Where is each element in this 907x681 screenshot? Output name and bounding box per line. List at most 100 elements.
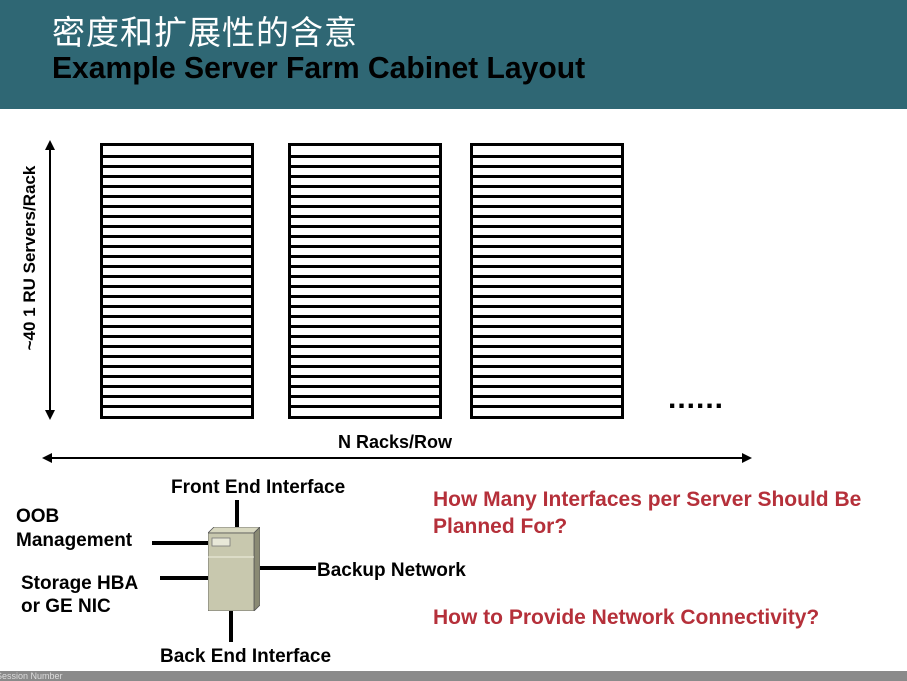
- rack-slot-divider: [103, 394, 251, 398]
- rack-2: [288, 143, 442, 419]
- rack-slot-divider: [103, 204, 251, 208]
- rack-slot-divider: [103, 364, 251, 368]
- rack-slot-divider: [473, 284, 621, 288]
- horizontal-arrow: [42, 453, 752, 463]
- rack-slot-divider: [473, 244, 621, 248]
- rack-slot-divider: [103, 244, 251, 248]
- rack-slot-divider: [291, 354, 439, 358]
- rack-slot-divider: [103, 234, 251, 238]
- oob-label-line1: OOB: [16, 506, 60, 527]
- rack-slot-divider: [103, 324, 251, 328]
- oob-link: [152, 541, 210, 545]
- front-link: [235, 500, 239, 530]
- rack-slot-divider: [473, 234, 621, 238]
- rack-slot-divider: [291, 284, 439, 288]
- question-interfaces: How Many Interfaces per Server Should Be…: [433, 488, 862, 538]
- rack-slot-divider: [473, 274, 621, 278]
- rack-slot-divider: [473, 344, 621, 348]
- rack-slot-divider: [473, 214, 621, 218]
- rack-slot-divider: [103, 344, 251, 348]
- rack-slot-divider: [103, 184, 251, 188]
- rack-slot-divider: [103, 154, 251, 158]
- rack-1: [100, 143, 254, 419]
- rack-slot-divider: [291, 324, 439, 328]
- rack-slot-divider: [291, 374, 439, 378]
- rack-slot-divider: [103, 194, 251, 198]
- title-english: Example Server Farm Cabinet Layout: [52, 50, 586, 85]
- rack-slot-divider: [103, 384, 251, 388]
- rack-slot-divider: [473, 224, 621, 228]
- rack-slot-divider: [291, 234, 439, 238]
- rack-slot-divider: [473, 154, 621, 158]
- rack-slot-divider: [473, 364, 621, 368]
- rack-slot-divider: [291, 314, 439, 318]
- rack-slot-divider: [103, 404, 251, 408]
- rack-slot-divider: [473, 194, 621, 198]
- rack-slot-divider: [291, 364, 439, 368]
- rack-slot-divider: [103, 254, 251, 258]
- rack-slot-divider: [473, 264, 621, 268]
- rack-slot-divider: [473, 334, 621, 338]
- racks-per-row-label: N Racks/Row: [338, 432, 453, 452]
- rack-slot-divider: [473, 374, 621, 378]
- storage-link: [160, 576, 210, 580]
- rack-slot-divider: [291, 294, 439, 298]
- rack-slot-divider: [473, 354, 621, 358]
- rack-slot-divider: [473, 164, 621, 168]
- rack-slot-divider: [103, 164, 251, 168]
- storage-label-line2: or GE NIC: [21, 596, 111, 617]
- rack-slot-divider: [473, 304, 621, 308]
- rack-slot-divider: [291, 404, 439, 408]
- rack-slot-divider: [103, 374, 251, 378]
- rack-slot-divider: [291, 274, 439, 278]
- rack-slot-divider: [473, 174, 621, 178]
- rack-slot-divider: [473, 384, 621, 388]
- rack-slot-divider: [103, 314, 251, 318]
- servers-per-rack-label: ~40 1 RU Servers/Rack: [20, 165, 39, 351]
- rack-slot-divider: [473, 394, 621, 398]
- session-number: Session Number: [0, 671, 63, 681]
- rack-slot-divider: [473, 294, 621, 298]
- server-icon: [208, 527, 260, 611]
- rack-slot-divider: [291, 174, 439, 178]
- rack-slot-divider: [103, 294, 251, 298]
- rack-slot-divider: [291, 184, 439, 188]
- rack-slot-divider: [291, 334, 439, 338]
- rack-slot-divider: [103, 274, 251, 278]
- rack-slot-divider: [291, 154, 439, 158]
- vertical-arrow: [45, 140, 55, 420]
- rack-slot-divider: [103, 334, 251, 338]
- backup-link: [258, 566, 316, 570]
- rack-slot-divider: [473, 254, 621, 258]
- rack-slot-divider: [103, 224, 251, 228]
- oob-label-line2: Management: [16, 530, 133, 551]
- rack-slot-divider: [291, 264, 439, 268]
- rack-slot-divider: [291, 304, 439, 308]
- rack-slot-divider: [291, 344, 439, 348]
- rack-slot-divider: [473, 184, 621, 188]
- front-end-interface-label: Front End Interface: [171, 477, 346, 498]
- rack-slot-divider: [473, 324, 621, 328]
- rack-slot-divider: [291, 254, 439, 258]
- rack-slot-divider: [473, 404, 621, 408]
- storage-label-line1: Storage HBA: [21, 573, 139, 594]
- rack-3: [470, 143, 624, 419]
- more-racks-ellipsis: ......: [668, 382, 725, 415]
- rack-slot-divider: [291, 194, 439, 198]
- question-connectivity: How to Provide Network Connectivity?: [433, 606, 820, 629]
- rack-slot-divider: [473, 204, 621, 208]
- back-link: [229, 610, 233, 642]
- rack-slot-divider: [291, 384, 439, 388]
- title-chinese: 密度和扩展性的含意: [52, 13, 358, 52]
- rack-slot-divider: [291, 394, 439, 398]
- title-banner: 密度和扩展性的含意 Example Server Farm Cabinet La…: [0, 0, 907, 109]
- rack-slot-divider: [473, 314, 621, 318]
- rack-slot-divider: [103, 354, 251, 358]
- rack-slot-divider: [291, 164, 439, 168]
- rack-slot-divider: [103, 174, 251, 178]
- rack-slot-divider: [103, 264, 251, 268]
- rack-slot-divider: [103, 214, 251, 218]
- rack-slot-divider: [291, 224, 439, 228]
- rack-slot-divider: [103, 304, 251, 308]
- rack-slot-divider: [291, 214, 439, 218]
